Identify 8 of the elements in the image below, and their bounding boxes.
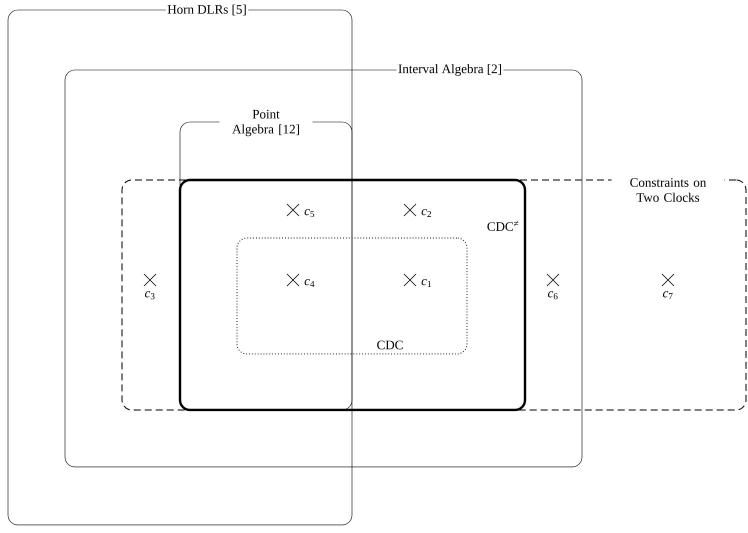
point-label: c$_{2}$: [422, 208, 432, 217]
point-label: c$_{5}$: [304, 208, 314, 218]
point-label: c$_{4}$: [304, 279, 314, 287]
node-label: Point: [252, 110, 280, 119]
point-label: c$_{3}$: [145, 291, 155, 300]
point-label: c$_{7}$: [663, 291, 673, 300]
point-label: c$_{6}$: [548, 291, 558, 300]
point-label: c$_{1}$: [422, 278, 431, 287]
